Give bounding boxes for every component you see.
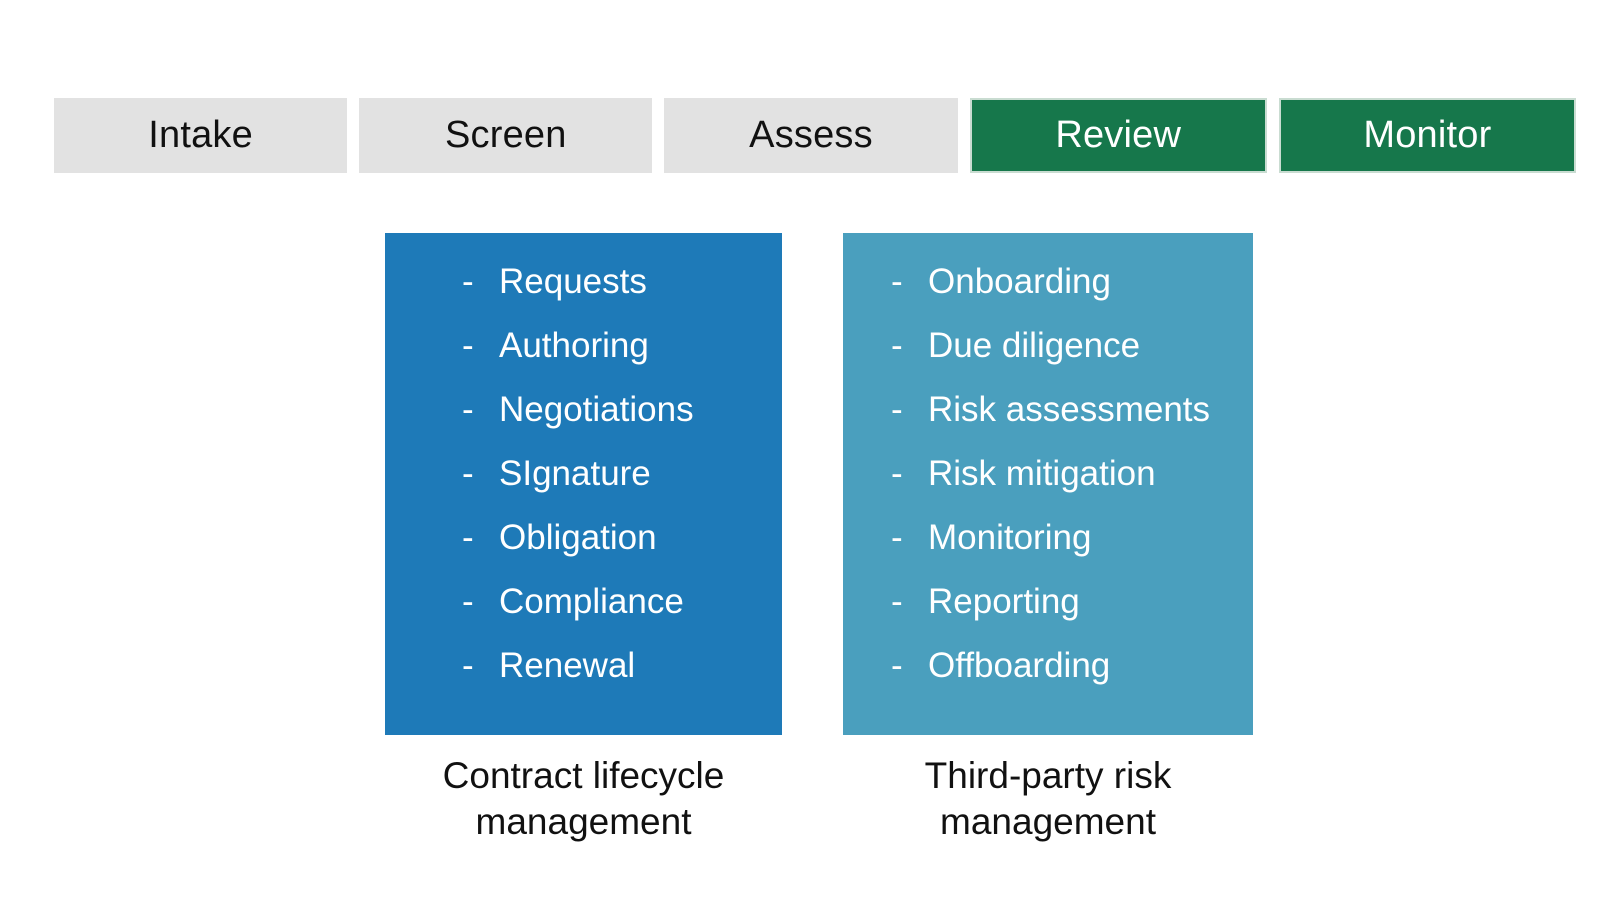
dash-bullet: -	[891, 262, 903, 301]
caption-line: Contract lifecycle	[442, 755, 725, 796]
caption-line: management	[475, 801, 692, 842]
list-item-label: Onboarding	[928, 262, 1111, 301]
list-item-label: Compliance	[499, 582, 684, 621]
dash-bullet: -	[891, 326, 903, 365]
list-item-label: Negotiations	[499, 390, 694, 429]
dash-bullet: -	[891, 582, 903, 621]
list-item-label: Obligation	[499, 518, 657, 557]
list-item-label: Authoring	[499, 326, 649, 365]
third-party-risk-panel: - Onboarding - Due diligence - Risk asse…	[843, 233, 1253, 735]
list-item: - Due diligence	[891, 314, 1243, 378]
list-item: - Requests	[462, 250, 772, 314]
list-item-label: Requests	[499, 262, 647, 301]
dash-bullet: -	[891, 390, 903, 429]
dash-bullet: -	[462, 582, 474, 621]
contract-lifecycle-panel: - Requests - Authoring - Negotiations - …	[385, 233, 782, 735]
list-item: - Negotiations	[462, 378, 772, 442]
dash-bullet: -	[462, 390, 474, 429]
list-item: - Offboarding	[891, 634, 1243, 698]
caption-line: management	[940, 801, 1156, 842]
list-item-label: Renewal	[499, 646, 636, 685]
list-item-label: Risk mitigation	[928, 454, 1156, 493]
stage-intake[interactable]: Intake	[54, 98, 348, 173]
list-item-label: Risk assessments	[928, 390, 1211, 429]
dash-bullet: -	[891, 454, 903, 493]
stage-monitor[interactable]: Monitor	[1278, 98, 1577, 173]
dash-bullet: -	[462, 518, 474, 557]
caption-line: Third-party risk	[924, 755, 1172, 796]
list-item: - Monitoring	[891, 506, 1243, 570]
list-item: - Obligation	[462, 506, 772, 570]
list-item: - Reporting	[891, 570, 1243, 634]
list-item: - SIgnature	[462, 442, 772, 506]
list-item: - Risk mitigation	[891, 442, 1243, 506]
dash-bullet: -	[462, 262, 474, 301]
list-item-label: Due diligence	[928, 326, 1141, 365]
list-item-label: Monitoring	[928, 518, 1092, 557]
dash-bullet: -	[462, 454, 474, 493]
third-party-risk-caption: Third-party risk management	[843, 753, 1253, 845]
stage-row: Intake Screen Assess Review Monitor	[54, 98, 1577, 173]
stage-assess[interactable]: Assess	[664, 98, 958, 173]
contract-lifecycle-caption: Contract lifecycle management	[385, 753, 782, 845]
list-item-label: SIgnature	[499, 454, 651, 493]
list-item-label: Reporting	[928, 582, 1080, 621]
list-item: - Compliance	[462, 570, 772, 634]
dash-bullet: -	[891, 646, 903, 685]
dash-bullet: -	[462, 326, 474, 365]
dash-bullet: -	[462, 646, 474, 685]
list-item-label: Offboarding	[928, 646, 1111, 685]
list-item: - Renewal	[462, 634, 772, 698]
list-item: - Authoring	[462, 314, 772, 378]
dash-bullet: -	[891, 518, 903, 557]
stage-screen[interactable]: Screen	[359, 98, 653, 173]
list-item: - Onboarding	[891, 250, 1243, 314]
stage-review[interactable]: Review	[969, 98, 1267, 173]
list-item: - Risk assessments	[891, 378, 1243, 442]
